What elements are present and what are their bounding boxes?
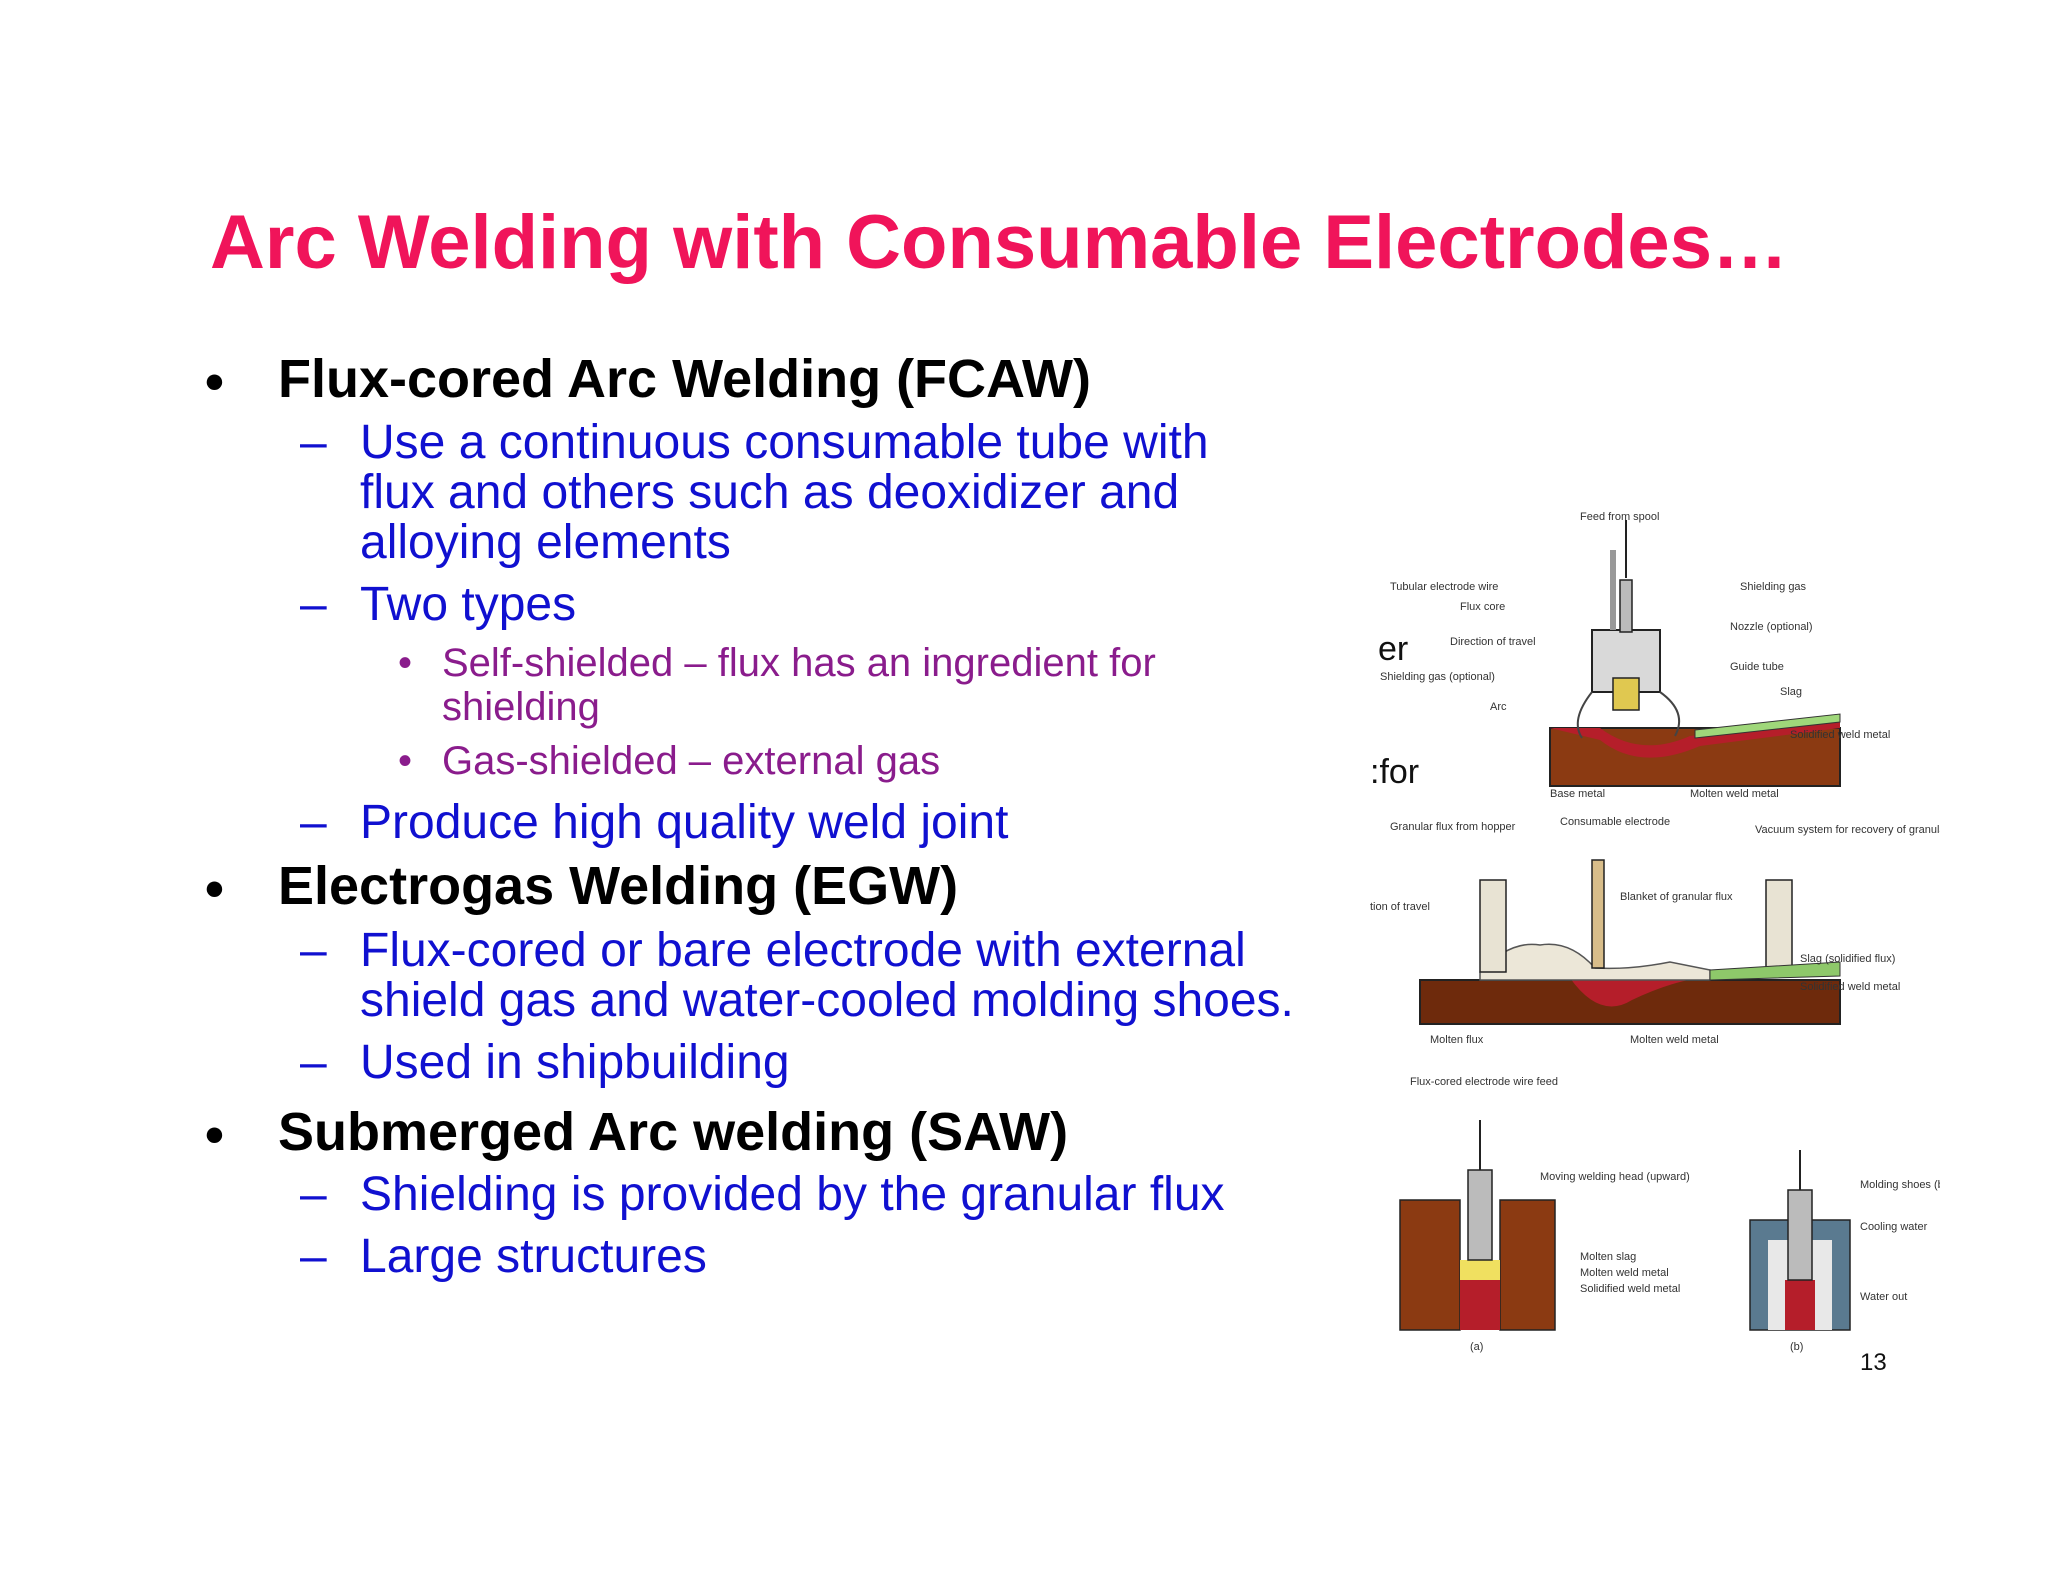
label: Vacuum system for recovery of granular f… [1755,824,1940,836]
label: Nozzle (optional) [1730,621,1813,633]
label: Molten flux [1430,1034,1484,1046]
welding-diagrams-svg: er :for Feed from spool Tubular electrod… [1370,511,1940,1376]
fragment-text-er: er [1378,630,1408,668]
dash-marker: – [300,1036,327,1089]
slide-title: Arc Welding with Consumable Electrodes… [210,200,1788,285]
label: Slag [1780,686,1802,698]
fragment-text-for: :for [1370,753,1419,791]
fcaw-labels: Feed from spool Tubular electrode wire F… [1380,511,1890,800]
label: Base metal [1550,788,1605,800]
dash-marker: – [300,1230,327,1283]
item-line: Shielding is provided by the granular fl… [360,1168,1225,1221]
label: Molten slag [1580,1251,1636,1263]
welding-diagrams-figure: er :for Feed from spool Tubular electrod… [1370,500,1940,1380]
bullet-marker: • [205,859,224,919]
item-line: Flux-cored or bare electrode with extern… [360,924,1246,977]
label: (a) [1470,1341,1483,1353]
fcaw-diagram [1549,520,1841,787]
sub-bullet-marker: • [398,641,413,685]
section-heading-saw: Submerged Arc welding (SAW) [278,1102,1069,1162]
item-line: Use a continuous consumable tube with [360,416,1209,469]
label: Slag (solidified flux) [1800,953,1895,965]
label: Feed from spool [1580,511,1659,523]
item-line: flux and others such as deoxidizer and [360,466,1180,519]
label: Molten weld metal [1580,1267,1669,1279]
label: Shielding gas [1740,581,1807,593]
label: (b) [1790,1341,1803,1353]
label: Molding shoes (both sides) [1860,1179,1940,1191]
subitem-line: Gas-shielded – external gas [442,739,941,783]
label: Moving welding head (upward) [1540,1171,1690,1183]
label: Blanket of granular flux [1620,891,1733,903]
item-line: Large structures [360,1230,707,1283]
bullet-marker: • [205,352,224,412]
bullet-marker: • [205,1105,224,1165]
dash-marker: – [300,1168,327,1221]
label: Tubular electrode wire [1390,581,1498,593]
egw-labels: Flux-cored electrode wire feed Moving we… [1410,1076,1940,1353]
label: Flux core [1460,601,1505,613]
saw-labels: Granular flux from hopper Consumable ele… [1370,816,1940,1046]
label: Solidified weld metal [1580,1283,1680,1295]
section-heading-fcaw: Flux-cored Arc Welding (FCAW) [278,349,1092,409]
dash-marker: – [300,924,327,977]
item-line: Used in shipbuilding [360,1036,790,1089]
label: Direction of travel [1450,636,1536,648]
label: Solidified weld metal [1800,981,1900,993]
label: Flux-cored electrode wire feed [1410,1076,1558,1088]
dash-marker: – [300,416,327,469]
label: Molten weld metal [1630,1034,1719,1046]
item-line: Two types [360,578,577,631]
label: tion of travel [1370,901,1430,913]
label: Guide tube [1730,661,1784,673]
label: Solidified weld metal [1790,729,1890,741]
label: Granular flux from hopper [1390,821,1516,833]
page-number: 13 [1860,1349,1887,1376]
item-line: shield gas and water-cooled molding shoe… [360,974,1294,1027]
subitem-line: shielding [442,685,600,729]
label: Cooling water [1860,1221,1928,1233]
item-line: Produce high quality weld joint [360,796,1009,849]
dash-marker: – [300,796,327,849]
label: Consumable electrode [1560,816,1670,828]
saw-diagram [1419,859,1841,1025]
subitem-line: Self-shielded – flux has an ingredient f… [442,641,1156,685]
section-heading-egw: Electrogas Welding (EGW) [278,856,959,916]
label: Arc [1490,701,1507,713]
item-line: alloying elements [360,516,731,569]
dash-marker: – [300,578,327,631]
label: Molten weld metal [1690,788,1779,800]
sub-bullet-marker: • [398,739,413,783]
label: Shielding gas (optional) [1380,671,1495,683]
egw-diagram [1399,1120,1851,1331]
label: Water out [1860,1291,1907,1303]
